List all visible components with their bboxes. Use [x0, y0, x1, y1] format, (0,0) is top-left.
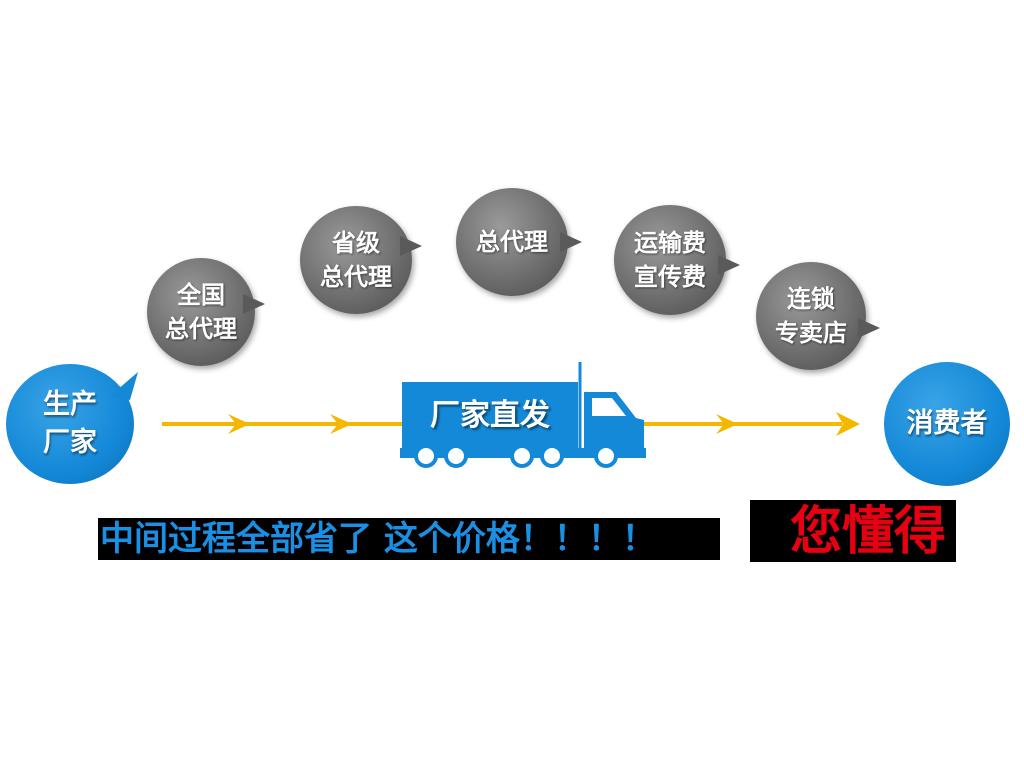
bubble-tail	[560, 232, 582, 252]
bubble-label: 全国 总代理	[165, 281, 237, 343]
truck-icon	[400, 362, 646, 468]
truck-wheel	[510, 444, 534, 468]
bubble-tail	[718, 255, 740, 275]
bubble-label: 省级 总代理	[320, 229, 392, 291]
start-node-tail	[110, 372, 138, 400]
end-node-label: 消费者	[906, 408, 988, 439]
start-node-manufacturer: 生产 厂家	[6, 364, 134, 484]
bubble-label: 连锁 专卖店	[775, 285, 847, 347]
arrow-chevron	[330, 414, 352, 434]
bubble-national-agent: 全国 总代理	[147, 258, 265, 366]
truck-wheel	[594, 444, 618, 468]
bubble-general-agent: 总代理	[456, 188, 582, 296]
truck-wheel	[414, 444, 438, 468]
truck-wheel	[540, 444, 564, 468]
bubble-tail	[243, 294, 265, 314]
bubble-label: 运输费 宣传费	[634, 229, 706, 291]
slogan-main: 中间过程全部省了 这个价格！！！！	[100, 519, 656, 559]
slogan-background	[98, 518, 720, 560]
bubble-shipping-advertising: 运输费 宣传费	[614, 205, 740, 315]
bubble-label: 总代理	[476, 228, 548, 256]
truck-label: 厂家直发	[430, 398, 550, 433]
bubble-provincial-agent: 省级 总代理	[300, 206, 422, 314]
truck-cargo-box	[402, 382, 578, 454]
bubble-tail	[400, 236, 422, 256]
bubble-chain-store: 连锁 专卖店	[756, 262, 880, 370]
slogan-emphasis: 您懂得	[790, 502, 947, 562]
truck-window	[592, 398, 626, 416]
start-node-label: 生产 厂家	[43, 389, 97, 458]
slogan-background	[750, 500, 956, 562]
bubble-tail	[858, 318, 880, 338]
truck-wheel	[444, 444, 468, 468]
end-node-consumer: 消费者	[884, 362, 1010, 486]
arrow-head	[836, 412, 860, 436]
arrow-chevron	[228, 414, 250, 434]
arrow-chevron	[716, 414, 738, 434]
